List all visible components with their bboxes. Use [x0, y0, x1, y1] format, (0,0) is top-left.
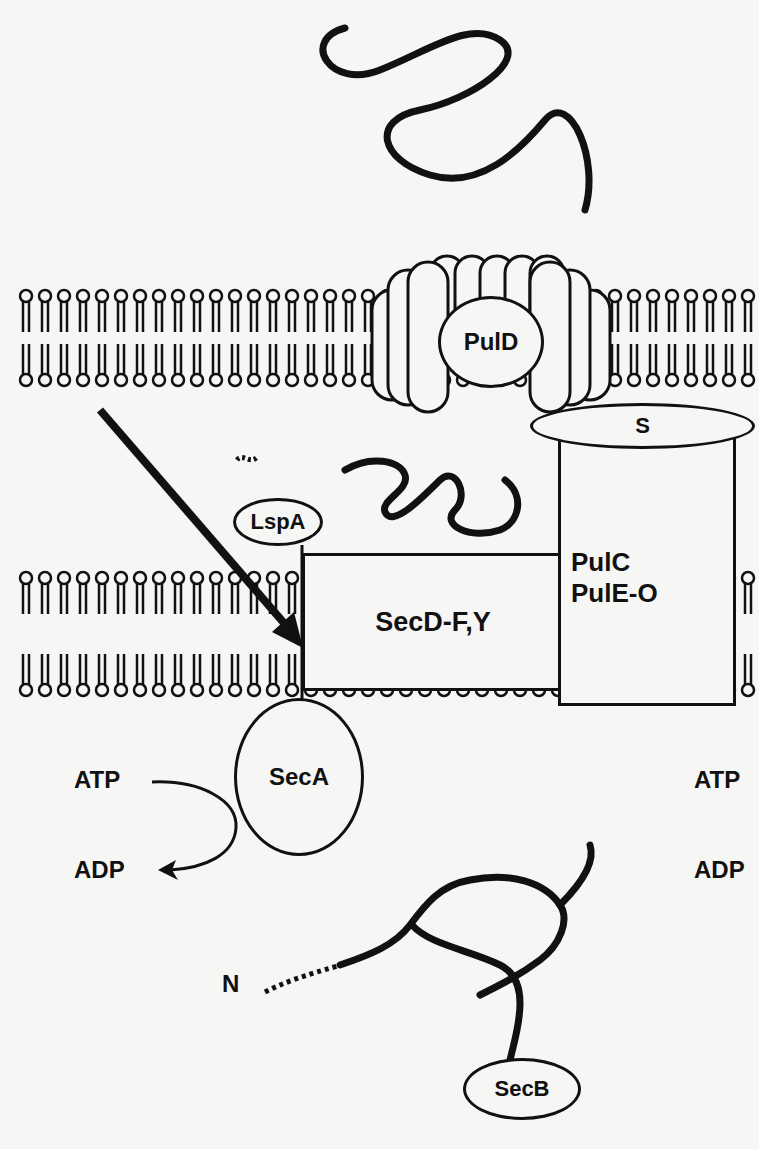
node-label: SecD-F,Y [375, 606, 491, 638]
node-label: S [635, 413, 650, 439]
protein-chain [323, 28, 591, 1060]
arrowhead [158, 860, 178, 880]
protein-complex-box: PulC PulE-O [558, 426, 736, 706]
molecule-label: ATP [694, 766, 740, 794]
molecule-label: N [222, 970, 239, 998]
secretin-barrel [372, 256, 610, 412]
node-label: LspA [251, 509, 306, 535]
molecule-label: ATP [74, 766, 120, 794]
protein-complex-box: SecD-F,Y [302, 553, 564, 691]
signal-peptide [265, 966, 338, 992]
molecule-label: ADP [694, 856, 745, 884]
arrowhead [272, 612, 303, 648]
protein-ellipse: PulD [438, 296, 544, 388]
protein-ellipse: SecB [463, 1058, 581, 1120]
node-label: PulC PulE-O [571, 547, 671, 609]
node-label: SecB [494, 1076, 549, 1102]
hydrolysis-arrow [152, 782, 236, 870]
protein-ellipse: LspA [233, 498, 323, 546]
cleaved-peptide [237, 456, 258, 460]
node-label: PulD [464, 328, 519, 357]
molecule-label: ADP [74, 856, 125, 884]
protein-ellipse: S [530, 403, 755, 449]
node-label: SecA [269, 763, 329, 792]
protein-ellipse: SecA [234, 698, 364, 856]
